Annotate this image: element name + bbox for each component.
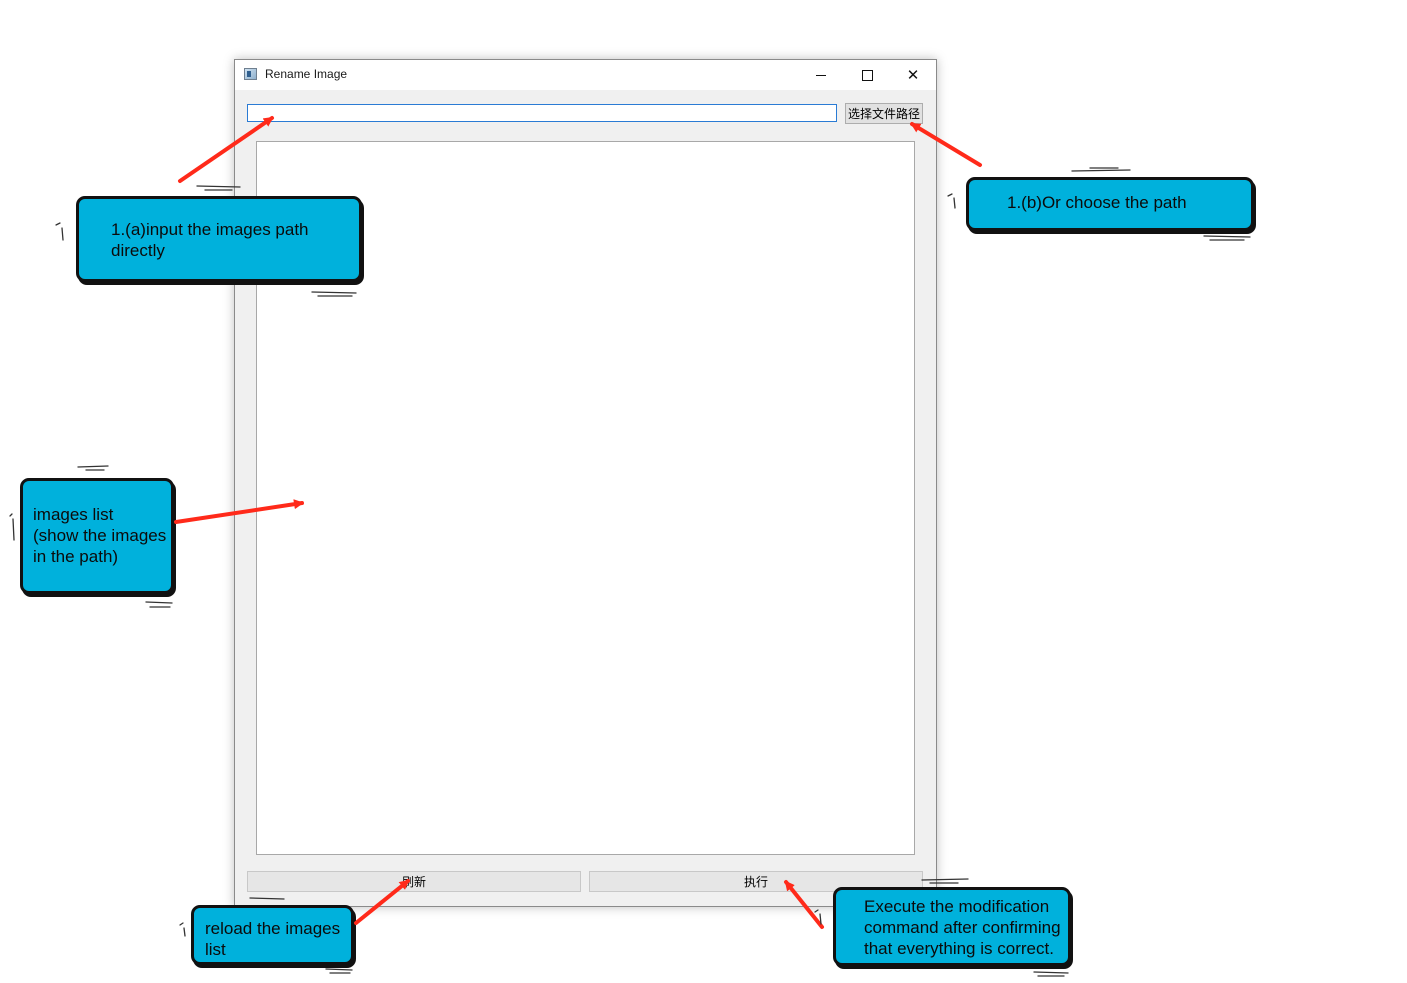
callout-text-line: directly	[111, 241, 165, 260]
callout-text-line: command after confirming	[864, 918, 1061, 937]
refresh-button[interactable]: 刷新	[247, 871, 581, 892]
callout-execute: Execute the modification command after c…	[833, 887, 1071, 966]
callout-images-list: images list (show the images in the path…	[20, 478, 174, 594]
image-list[interactable]	[256, 141, 915, 855]
maximize-button[interactable]	[844, 60, 890, 90]
minimize-button[interactable]	[798, 60, 844, 90]
sketch-mark	[145, 601, 173, 608]
title-bar[interactable]: Rename Image ✕	[235, 60, 936, 90]
callout-text-line: in the path)	[33, 547, 119, 566]
callout-text-line: 1.(b)Or choose the path	[1007, 193, 1187, 212]
callout-text-line: images list	[33, 505, 114, 524]
callout-choose-path: 1.(b)Or choose the path	[966, 177, 1254, 231]
close-button[interactable]: ✕	[890, 60, 936, 90]
callout-text-line: reload the images	[205, 919, 341, 938]
sketch-mark	[179, 922, 186, 937]
callout-text-line: (show the images	[33, 526, 167, 545]
choose-path-button[interactable]: 选择文件路径	[845, 103, 923, 124]
callout-text-line: list	[205, 940, 226, 959]
minimize-icon	[816, 74, 826, 76]
app-window-icon	[244, 68, 257, 80]
callout-reload: reload the images list	[191, 905, 354, 965]
callout-text-line: 1.(a)input the images path	[111, 220, 309, 239]
sketch-mark	[947, 193, 956, 209]
sketch-mark	[325, 968, 353, 974]
sketch-mark	[55, 222, 64, 241]
maximize-icon	[861, 69, 873, 81]
sketch-mark	[1033, 971, 1069, 977]
callout-text-line: that everything is correct.	[864, 939, 1054, 958]
sketch-mark	[814, 909, 822, 925]
path-input[interactable]	[247, 104, 837, 122]
close-icon: ✕	[906, 65, 920, 84]
window-title: Rename Image	[265, 67, 348, 81]
app-window: Rename Image ✕ 选择文件路径 刷新 执行	[234, 59, 937, 907]
sketch-mark	[1071, 167, 1131, 172]
callout-text-line: Execute the modification	[864, 897, 1050, 916]
sketch-mark	[1203, 235, 1251, 241]
callout-input-path: 1.(a)input the images path directly	[76, 196, 362, 282]
sketch-mark	[77, 465, 109, 471]
execute-button[interactable]: 执行	[589, 871, 923, 892]
sketch-mark	[9, 513, 15, 541]
